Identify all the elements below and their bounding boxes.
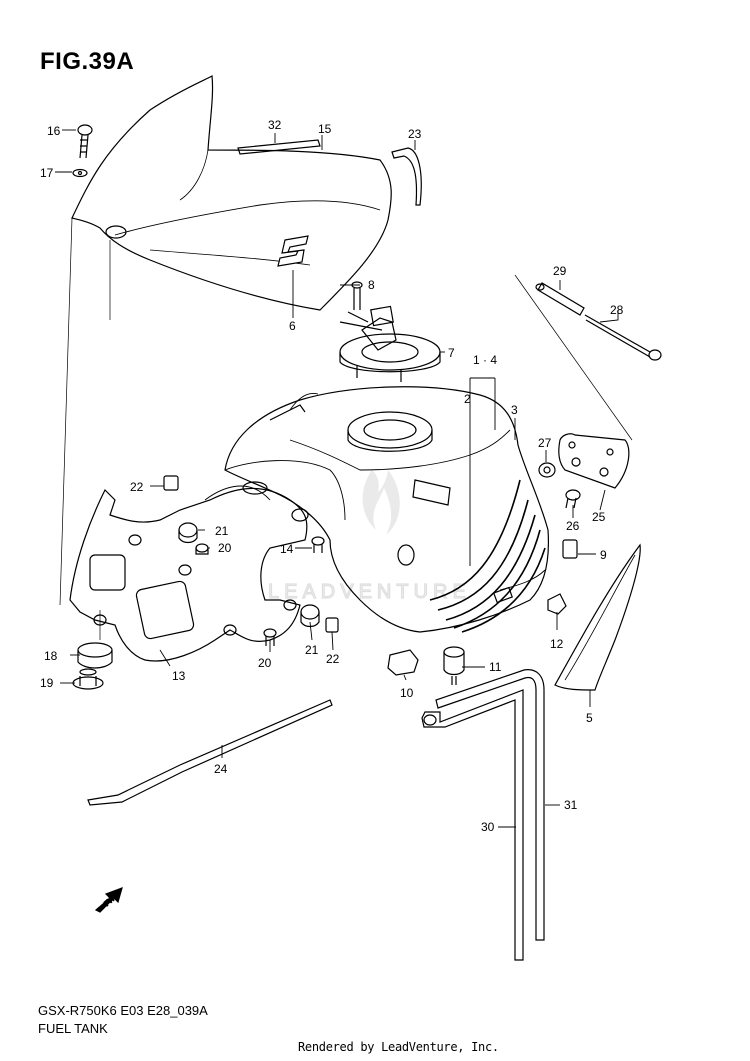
callout-28: 28 bbox=[610, 303, 624, 317]
callout-30: 30 bbox=[481, 820, 495, 834]
prop-rod-part[interactable] bbox=[87, 699, 333, 806]
callout-23: 23 bbox=[408, 127, 422, 141]
callout-14: 14 bbox=[280, 542, 294, 556]
figure-title: FIG.39A bbox=[40, 48, 135, 75]
pad-part[interactable] bbox=[562, 539, 578, 559]
forward-arrow-icon: FWD bbox=[94, 887, 123, 913]
callout-22b: 22 bbox=[326, 652, 340, 666]
bracket-plate-part[interactable] bbox=[558, 433, 630, 489]
screw-part[interactable] bbox=[351, 281, 363, 310]
callout-24: 24 bbox=[214, 762, 228, 776]
callout-21b: 21 bbox=[305, 643, 319, 657]
callout-15: 15 bbox=[318, 122, 332, 136]
fuel-tank-part[interactable] bbox=[224, 386, 550, 633]
callout-21a: 21 bbox=[215, 524, 229, 538]
callout-17: 17 bbox=[40, 166, 54, 180]
callout-27: 27 bbox=[538, 436, 552, 450]
callout-labels: 16 17 32 15 23 29 28 8 6 7 1 · 4 2 3 27 … bbox=[40, 118, 624, 834]
callout-32: 32 bbox=[268, 118, 282, 132]
clip-part[interactable] bbox=[163, 475, 179, 491]
callout-29: 29 bbox=[553, 264, 567, 278]
callout-11: 11 bbox=[489, 660, 502, 674]
callout-10: 10 bbox=[400, 686, 414, 700]
damper-part-10[interactable] bbox=[387, 649, 419, 676]
part-code: GSX-R750K6 E03 E28_039A bbox=[38, 1003, 208, 1018]
cushion-part[interactable] bbox=[547, 593, 567, 615]
callout-5: 5 bbox=[586, 711, 593, 725]
callout-9: 9 bbox=[600, 548, 607, 562]
rubber-strip-part[interactable] bbox=[237, 139, 321, 155]
watermark-text: LEADVENTURE bbox=[268, 581, 471, 603]
valve-part[interactable] bbox=[443, 646, 465, 685]
render-credit: Rendered by LeadVenture, Inc. bbox=[298, 1040, 499, 1054]
callout-6: 6 bbox=[289, 319, 296, 333]
long-bolt-part[interactable] bbox=[584, 314, 662, 361]
watermark: LEADVENTURE bbox=[267, 470, 471, 604]
leader-lines bbox=[55, 129, 633, 828]
grommet-part[interactable] bbox=[77, 642, 113, 669]
sleeve-part[interactable] bbox=[535, 282, 585, 316]
callout-8: 8 bbox=[368, 278, 375, 292]
callout-3: 3 bbox=[511, 403, 518, 417]
nut-part[interactable] bbox=[195, 543, 209, 555]
damper-part-21[interactable] bbox=[300, 604, 320, 628]
callout-12: 12 bbox=[550, 637, 564, 651]
callout-20a: 20 bbox=[218, 541, 232, 555]
bolt-part[interactable] bbox=[77, 124, 93, 159]
drain-hose-part-31[interactable] bbox=[423, 669, 545, 941]
callout-25: 25 bbox=[592, 510, 606, 524]
bolt-part-26[interactable] bbox=[565, 489, 581, 509]
suzuki-logo-icon bbox=[277, 235, 309, 267]
callout-22a: 22 bbox=[130, 480, 144, 494]
callout-20b: 20 bbox=[258, 656, 272, 670]
washer-part[interactable] bbox=[72, 168, 88, 178]
filler-cap-part[interactable] bbox=[339, 305, 441, 382]
collar-part[interactable] bbox=[72, 668, 104, 690]
mounting-bracket-part[interactable] bbox=[69, 481, 309, 662]
callout-26: 26 bbox=[566, 519, 580, 533]
clip-part-22[interactable] bbox=[325, 617, 339, 633]
side-cover-part[interactable] bbox=[554, 543, 641, 691]
callout-7: 7 bbox=[448, 346, 455, 360]
bolt-part-14[interactable] bbox=[311, 536, 325, 553]
bolt-part-20[interactable] bbox=[263, 628, 277, 646]
callout-19: 19 bbox=[40, 676, 54, 690]
callout-1-4: 1 · 4 bbox=[473, 353, 497, 367]
drain-hose-part-30[interactable] bbox=[421, 689, 524, 961]
nut-part-27[interactable] bbox=[538, 462, 556, 478]
callout-31: 31 bbox=[564, 798, 578, 812]
tank-cover-part[interactable] bbox=[71, 75, 392, 311]
callout-18: 18 bbox=[44, 649, 58, 663]
part-name: FUEL TANK bbox=[38, 1021, 108, 1036]
callout-13: 13 bbox=[172, 669, 186, 683]
breather-hose-part[interactable] bbox=[391, 147, 422, 206]
callout-16: 16 bbox=[47, 124, 61, 138]
callout-2: 2 bbox=[464, 392, 471, 406]
damper-part[interactable] bbox=[178, 522, 198, 544]
